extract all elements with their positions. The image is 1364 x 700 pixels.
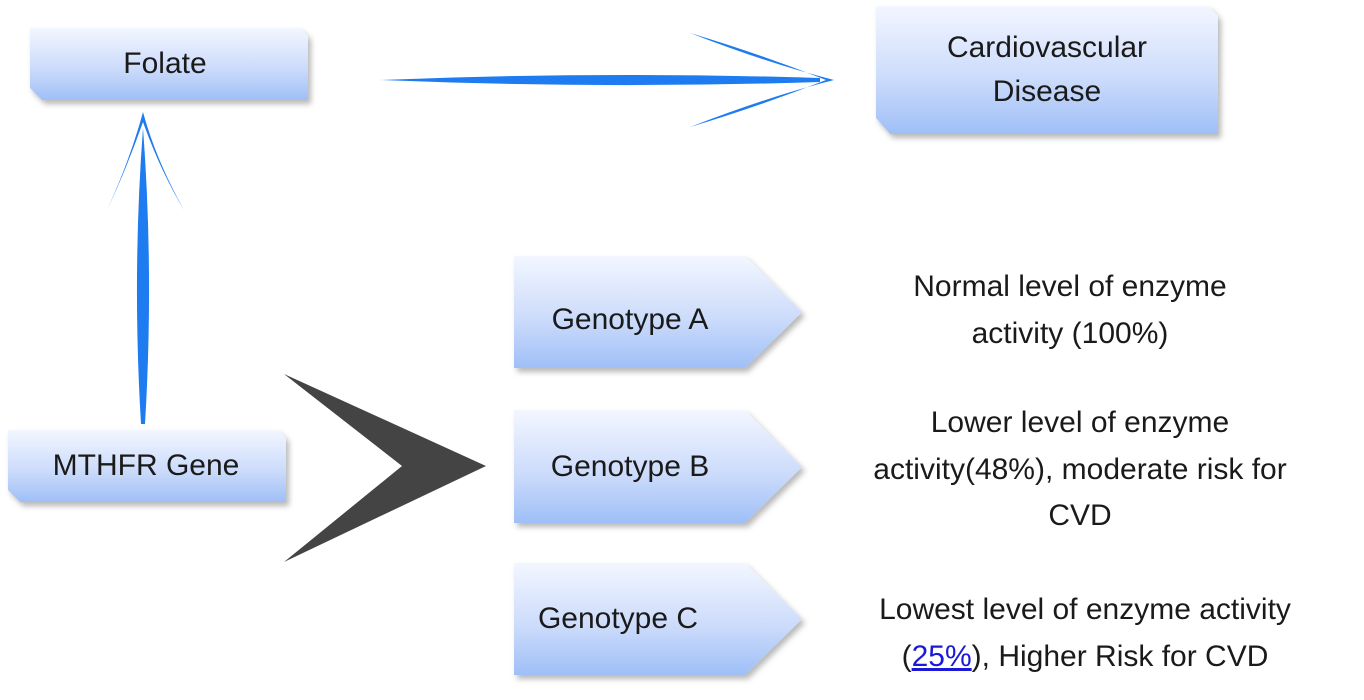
- genotype-a-label: Genotype A: [551, 303, 709, 336]
- folate-label: Folate: [123, 47, 207, 80]
- genotype-b-description: Lower level of enzyme activity(48%), mod…: [820, 400, 1340, 540]
- mthfr-gene-label: MTHFR Gene: [52, 449, 240, 482]
- mthfr-to-genotypes-chevron: [284, 374, 486, 562]
- genotype-c-box: [514, 563, 802, 675]
- genotype-b-description-line3: CVD: [1048, 499, 1112, 532]
- genotype-b-label: Genotype B: [550, 449, 710, 483]
- mthfr-box: [8, 430, 286, 502]
- genotype-c-description-line2: (25%), Higher Risk for CVD: [825, 634, 1345, 681]
- genotype-c-risk-text: ), Higher Risk for CVD: [971, 639, 1269, 673]
- genotype-b-description-line1: Lower level of enzyme: [930, 406, 1230, 439]
- cvd-box: [876, 6, 1218, 134]
- folate-box: [30, 28, 308, 100]
- cvd-label-line1: Cardiovascular: [946, 31, 1148, 64]
- genotype-b-box: [514, 410, 802, 523]
- cvd-label-line2: Disease: [992, 75, 1102, 108]
- genotype-b-description-line2: activity(48%), moderate risk for: [873, 452, 1287, 486]
- genotype-a-description-line2: activity (100%): [971, 316, 1169, 350]
- genotype-a-description: Normal level of enzyme activity (100%): [820, 264, 1320, 357]
- genotype-c-label: Genotype C: [537, 602, 699, 635]
- genotype-c-description-line1: Lowest level of enzyme activity: [879, 593, 1291, 626]
- genotype-a-box: [514, 256, 802, 368]
- genotype-a-description-line1: Normal level of enzyme: [913, 270, 1227, 303]
- cvd-label: Cardiovascular Disease: [876, 6, 1218, 134]
- paren-open: (: [901, 639, 912, 673]
- mthfr-to-folate-arrow-shaft: [136, 128, 150, 424]
- genotype-c-description: Lowest level of enzyme activity (25%), H…: [825, 587, 1345, 680]
- folate-to-cvd-arrow-shaft: [380, 74, 820, 86]
- percentage-25-link[interactable]: 25%: [911, 639, 972, 673]
